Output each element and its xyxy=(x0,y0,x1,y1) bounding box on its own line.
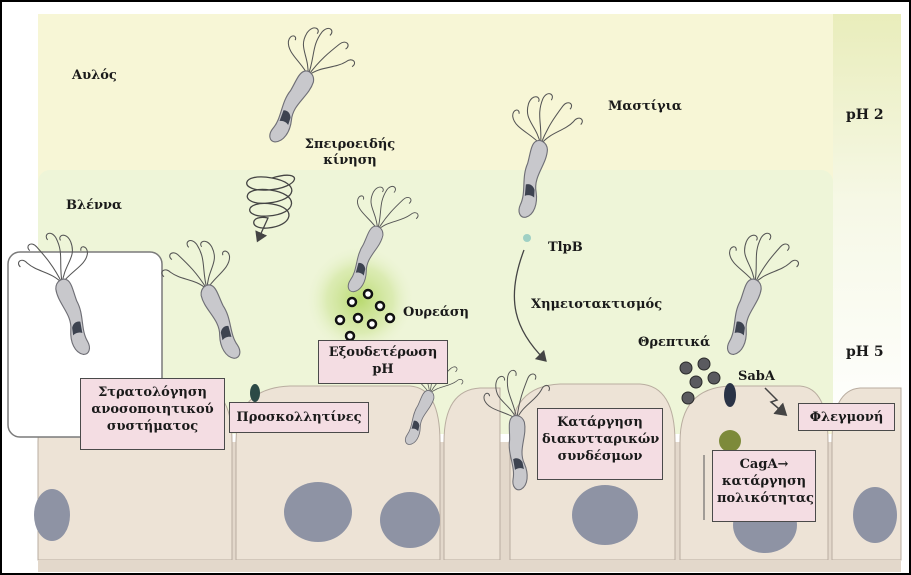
cell-nucleus xyxy=(572,485,638,545)
caga-polarity-box: CagA→ κατάργηση πολικότητας xyxy=(712,450,816,522)
h-pylori-bacterium xyxy=(726,232,799,355)
ph-low-label: pH 2 xyxy=(846,107,884,123)
h-pylori-bacterium xyxy=(483,369,550,491)
bacteria xyxy=(18,27,799,491)
immune-recruitment-line3: συστήματος xyxy=(106,419,199,434)
h-pylori-bacterium xyxy=(269,27,355,143)
h-pylori-bacterium xyxy=(161,240,241,359)
saba-label: SabA xyxy=(738,369,775,384)
junction-disruption-box: Κατάργηση διακυτταρικών συνδέσμων xyxy=(537,408,663,480)
chemotaxis-arrow xyxy=(513,249,547,362)
cell-nucleus xyxy=(284,482,352,542)
urease-particles xyxy=(334,288,396,342)
inflammation-signal-icon xyxy=(764,387,788,416)
h-pylori-bacterium xyxy=(512,93,583,218)
saba-adhesin xyxy=(724,383,736,407)
epithelial-cell xyxy=(443,387,501,561)
mucus-label: Βλέννα xyxy=(66,198,123,213)
caga-polarity-line1: CagA→ xyxy=(739,457,789,472)
ph-gradient-bar xyxy=(833,14,901,434)
adhesins-box: Προσκολλητίνες xyxy=(229,402,369,433)
caga-protein xyxy=(719,430,741,452)
ph-neutralization-line2: pH xyxy=(372,362,394,377)
nuclei xyxy=(34,482,897,553)
spiral-motility-path xyxy=(246,174,296,243)
spiral-motility-label: Σπειροειδής κίνηση xyxy=(300,137,400,169)
chemotaxis-label: Χημειοτακτισμός xyxy=(531,297,663,312)
spiral-motility-label-line1: Σπειροειδής xyxy=(304,137,396,152)
caga-polarity-line3: πολικότητας xyxy=(717,491,814,506)
lumen-label: Αυλός xyxy=(72,68,117,83)
cell-nucleus xyxy=(380,492,440,548)
immune-recruitment-box: Στρατολόγηση ανοσοποιητικού συστήματος xyxy=(80,378,225,450)
nutrients-label: Θρεπτικά xyxy=(638,335,711,350)
h-pylori-bacterium xyxy=(347,185,419,293)
nutrient-particles xyxy=(679,357,721,405)
adhesin-molecule xyxy=(250,384,260,402)
ph-high-label: pH 5 xyxy=(846,344,884,360)
flagella-label: Μαστίγια xyxy=(608,99,682,114)
spiral-motility-label-line2: κίνηση xyxy=(323,153,377,168)
cell-nucleus xyxy=(853,487,897,543)
ph-neutralization-line1: Εξουδετέρωση xyxy=(328,345,438,360)
tlpb-label: TlpB xyxy=(548,240,583,255)
h-pylori-bacterium xyxy=(18,232,91,355)
tlpb-receptor xyxy=(523,234,531,242)
ph-neutralization-box: Εξουδετέρωση pH xyxy=(318,340,448,384)
caga-polarity-line2: κατάργηση xyxy=(721,474,807,489)
mucus-zone xyxy=(38,170,833,434)
junction-disruption-line3: συνδέσμων xyxy=(557,449,643,464)
inflammation-box: Φλεγμονή xyxy=(798,403,895,431)
immune-recruitment-line2: ανοσοποιητικού xyxy=(91,402,214,417)
cell-nucleus xyxy=(34,489,70,541)
junction-disruption-line1: Κατάργηση xyxy=(557,415,643,430)
urease-glow xyxy=(305,245,415,355)
urease-label: Ουρεάση xyxy=(403,305,469,320)
immune-recruitment-line1: Στρατολόγηση xyxy=(98,385,207,400)
junction-disruption-line2: διακυτταρικών xyxy=(542,432,660,447)
